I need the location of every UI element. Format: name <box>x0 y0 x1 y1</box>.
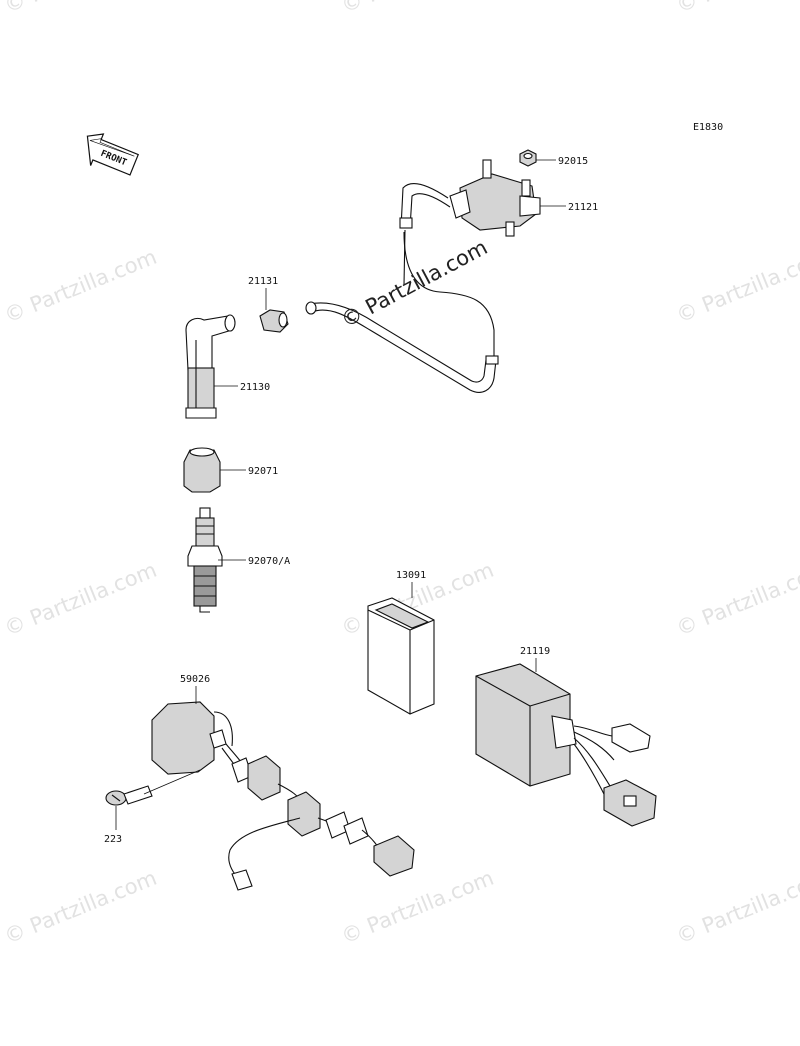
part-number-label: 13091 <box>396 570 426 581</box>
leader-lines <box>115 159 566 830</box>
screw-223 <box>105 785 153 806</box>
watermark: © Partzilla.com <box>337 235 491 332</box>
watermark: © Partzilla.com <box>1 245 160 328</box>
igniter-21119 <box>475 663 657 827</box>
watermark: © Partzilla.com <box>673 0 800 18</box>
case-13091 <box>367 597 435 715</box>
watermark-layer: © Partzilla.com © Partzilla.com © Partzi… <box>1 0 800 949</box>
watermark: © Partzilla.com <box>673 245 800 328</box>
seal-21131 <box>259 309 289 333</box>
watermark: © Partzilla.com <box>673 558 800 641</box>
part-number-label: 59026 <box>180 674 210 685</box>
front-arrow-icon: FRONT <box>86 133 140 176</box>
diagram-code: E1830 <box>693 122 723 133</box>
watermark: © Partzilla.com <box>338 866 497 949</box>
watermark: © Partzilla.com <box>1 558 160 641</box>
ignition-coil-assembly <box>305 159 541 393</box>
watermark: © Partzilla.com <box>673 866 800 949</box>
nut-92015 <box>519 149 537 167</box>
watermark: © Partzilla.com <box>1 866 160 949</box>
part-number-label: 21131 <box>248 276 278 287</box>
part-number-label: 223 <box>104 834 122 845</box>
part-number-label: 21121 <box>568 202 598 213</box>
part-number-label: 92015 <box>558 156 588 167</box>
part-number-labels: 92015 21121 21131 21130 92071 92070/A 13… <box>104 156 598 845</box>
part-number-label: 92071 <box>248 466 278 477</box>
plug-cap-21130 <box>185 314 236 419</box>
part-number-label: 92070/A <box>248 556 290 567</box>
wire-harness-59026 <box>151 701 415 891</box>
watermark: © Partzilla.com <box>1 0 160 18</box>
part-number-label: 21130 <box>240 382 270 393</box>
part-number-label: 21119 <box>520 646 550 657</box>
boot-92071 <box>183 447 221 493</box>
spark-plug-92070 <box>187 507 223 613</box>
watermark: © Partzilla.com <box>338 0 497 18</box>
